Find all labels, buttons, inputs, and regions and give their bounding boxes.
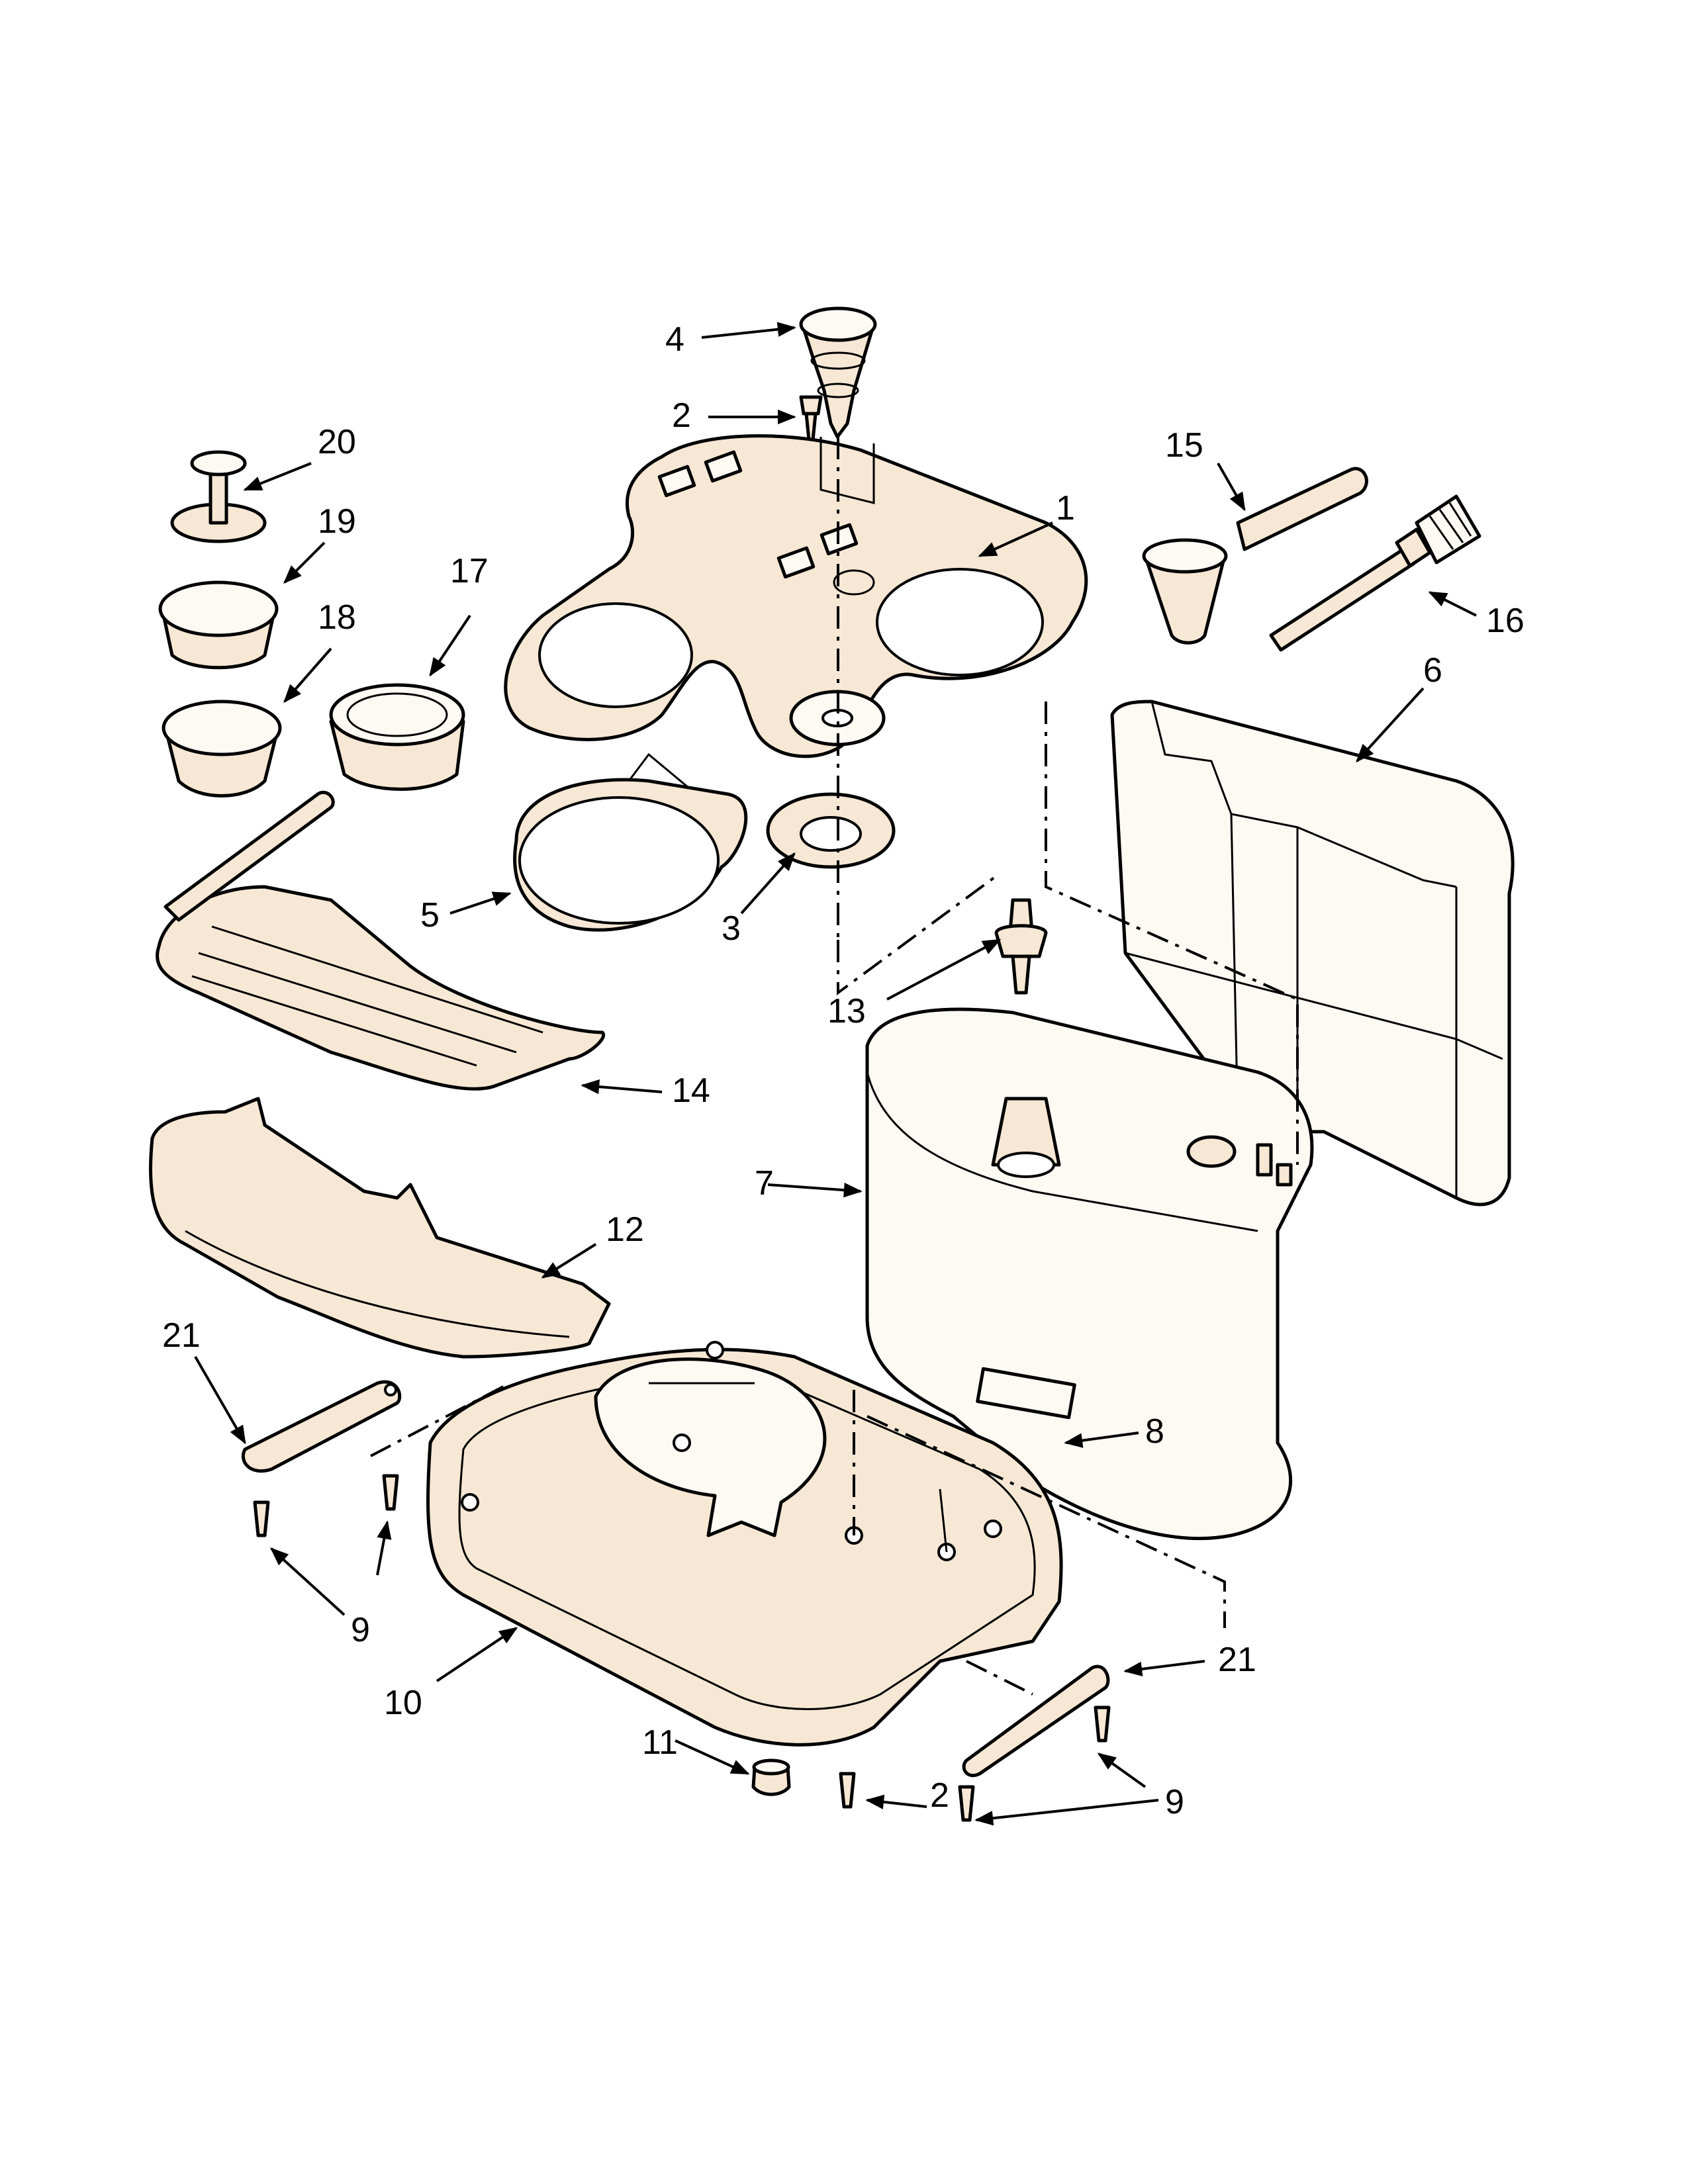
part-18-basket: [162, 700, 282, 797]
callout-3: 3: [722, 909, 741, 948]
assembly-lines: [370, 437, 1299, 1696]
callout-17: 17: [450, 552, 489, 590]
callout-19: 19: [318, 502, 356, 541]
callout-14: 14: [672, 1071, 710, 1110]
callout-11: 11: [642, 1723, 678, 1762]
part-1-top-cover: [504, 434, 1088, 758]
callout-10: 10: [384, 1684, 422, 1722]
part-13-valve: [994, 898, 1048, 995]
part-16-brush: [1269, 494, 1481, 652]
part-4-knob: [799, 306, 877, 439]
part-17-portafilter: [164, 683, 465, 922]
callout-7: 7: [755, 1164, 774, 1203]
callout-9-left: 9: [351, 1611, 370, 1649]
callout-2-bottom: 2: [930, 1776, 949, 1815]
callout-4: 4: [665, 320, 684, 359]
part-11-foot-cap: [751, 1758, 791, 1796]
callout-labels: 1 2 2 3 4 5 6 7 8 9 9 10 11 12 13 14 15 …: [162, 320, 1524, 1821]
callout-18: 18: [318, 598, 356, 637]
leader-lines: [194, 322, 1477, 1826]
callout-13: 13: [827, 992, 866, 1030]
callout-12: 12: [606, 1210, 644, 1249]
callout-5: 5: [420, 896, 440, 934]
part-3-small-ring: [766, 792, 896, 869]
callout-8: 8: [1145, 1412, 1164, 1451]
part-14-drip-grate: [156, 885, 606, 1091]
callout-2-top: 2: [672, 396, 691, 435]
part-6-water-tank: [1110, 700, 1515, 1206]
screws: [253, 1474, 1111, 1822]
part-5-ring: [513, 752, 748, 932]
callout-21-right: 21: [1218, 1641, 1256, 1679]
part-2-screw-top: [799, 395, 823, 442]
callout-21-left: 21: [162, 1316, 201, 1355]
callout-15: 15: [1165, 426, 1203, 465]
part-19-basket: [158, 580, 279, 670]
part-12-drip-tray: [149, 1097, 611, 1359]
part-21-foot-right: [962, 1664, 1110, 1777]
callout-6: 6: [1423, 651, 1442, 690]
callout-16: 16: [1486, 602, 1524, 640]
part-10-base: [426, 1341, 1063, 1747]
part-7-main-body: [865, 1007, 1314, 1541]
callout-1: 1: [1056, 489, 1075, 527]
part-15-scoop: [1142, 467, 1368, 645]
callout-20: 20: [318, 423, 356, 461]
part-21-foot-left: [241, 1380, 402, 1473]
callout-9-right: 9: [1165, 1783, 1184, 1821]
part-20-tamper: [170, 450, 267, 543]
